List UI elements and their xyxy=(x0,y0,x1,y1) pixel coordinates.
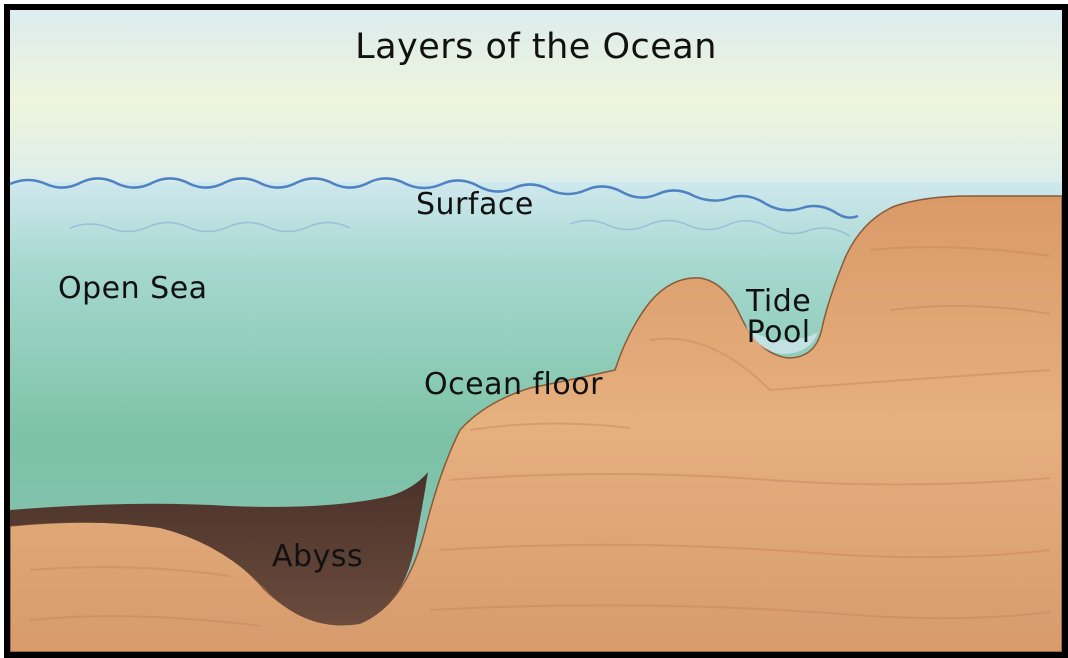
tide-pool-label-line-2: Pool xyxy=(746,317,811,348)
ocean-scene-illustration xyxy=(10,10,1062,652)
diagram-title: Layers of the Ocean xyxy=(10,30,1062,65)
ocean-floor-label: Ocean floor xyxy=(424,370,603,400)
tide-pool-label-line-1: Tide xyxy=(746,286,811,317)
surface-label: Surface xyxy=(416,190,534,220)
abyss-label: Abyss xyxy=(272,542,363,572)
diagram-frame: Layers of the Ocean Surface Open Sea Oce… xyxy=(4,4,1068,658)
tide-pool-label: Tide Pool xyxy=(746,286,811,348)
open-sea-label: Open Sea xyxy=(58,274,208,304)
